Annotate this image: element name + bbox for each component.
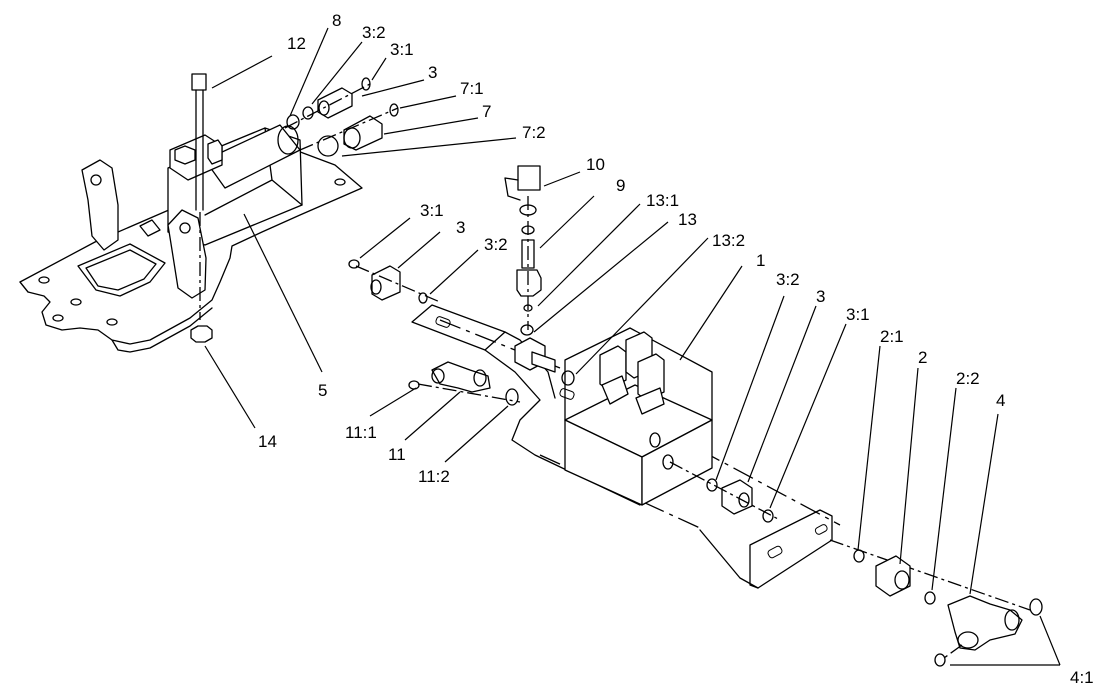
callout-labels: 12 8 3:2 3:1 3 7:1 7 7:2 5 14 10 9 13:1 … (258, 11, 1094, 687)
callout-1: 1 (756, 251, 765, 270)
axis-outer (829, 539, 1031, 611)
callout-11-1: 11:1 (345, 423, 377, 442)
o-ring-3-1-right (762, 509, 774, 523)
axis-elbow (417, 383, 521, 403)
axis-upper (284, 83, 371, 129)
o-ring-3-1-left (348, 259, 360, 269)
fitting-3-left (370, 265, 401, 301)
axis-middle (299, 107, 399, 151)
o-ring-4-1-right (1029, 598, 1043, 616)
callout-4: 4 (996, 391, 1005, 410)
callout-3-1-right: 3:1 (846, 305, 870, 324)
callout-3-2-left: 3:2 (484, 235, 508, 254)
callout-3-1-top: 3:1 (390, 40, 414, 59)
callout-11: 11 (388, 445, 406, 464)
callout-3-2-top: 3:2 (362, 23, 386, 42)
nut-14 (190, 325, 213, 343)
o-ring-7-2 (317, 135, 339, 157)
callout-3-1-left: 3:1 (420, 201, 444, 220)
callout-3-right: 3 (816, 287, 825, 306)
callout-13-2: 13:2 (712, 231, 745, 250)
callout-7-1: 7:1 (460, 79, 484, 98)
callout-5: 5 (318, 381, 327, 400)
callout-4-1: 4:1 (1070, 668, 1094, 687)
o-ring-11-1 (408, 380, 420, 390)
callout-10: 10 (586, 155, 605, 174)
callout-13-1: 13:1 (646, 191, 679, 210)
callout-7-2: 7:2 (522, 123, 546, 142)
o-ring-2-2 (924, 591, 936, 605)
o-ring-4-1-bottom (934, 653, 946, 667)
o-ring-3-2-left (418, 292, 428, 304)
callout-14: 14 (258, 432, 277, 451)
callout-11-2: 11:2 (418, 467, 450, 486)
callout-8: 8 (332, 11, 341, 30)
callout-2-2: 2:2 (956, 369, 980, 388)
o-ring-2-1 (853, 549, 865, 563)
callout-7: 7 (482, 102, 491, 121)
bolt-12 (191, 73, 207, 211)
callout-12: 12 (287, 34, 306, 53)
o-ring-7-1 (389, 103, 399, 117)
axis-elbow-4 (943, 644, 963, 659)
control-valve (81, 124, 303, 299)
callout-9: 9 (616, 176, 625, 195)
o-ring-13-2 (561, 370, 575, 386)
manifold-block (564, 327, 713, 506)
fitting-3-upper (317, 87, 353, 119)
o-ring-11-2 (505, 388, 519, 406)
axis-right-fitting (669, 461, 781, 521)
fitting-7 (343, 115, 383, 151)
o-ring-3-2-upper (302, 106, 314, 120)
fitting-2 (875, 555, 911, 597)
elbow-fitting-11 (431, 361, 491, 393)
washer-8 (286, 114, 300, 130)
tee-fitting-13 (514, 324, 556, 373)
callout-13: 13 (678, 210, 697, 229)
dust-cap-10 (504, 165, 541, 201)
callout-2: 2 (918, 348, 927, 367)
callout-2-1: 2:1 (880, 327, 904, 346)
axis-left-fitting (355, 265, 441, 303)
o-ring-3-2-right (706, 478, 718, 492)
leader-lines (204, 27, 1061, 666)
callout-3-left: 3 (456, 218, 465, 237)
callout-3-top: 3 (428, 63, 437, 82)
elbow-fitting-4 (947, 595, 1023, 651)
test-port-9 (516, 204, 542, 297)
callout-3-2-right: 3:2 (776, 270, 800, 289)
